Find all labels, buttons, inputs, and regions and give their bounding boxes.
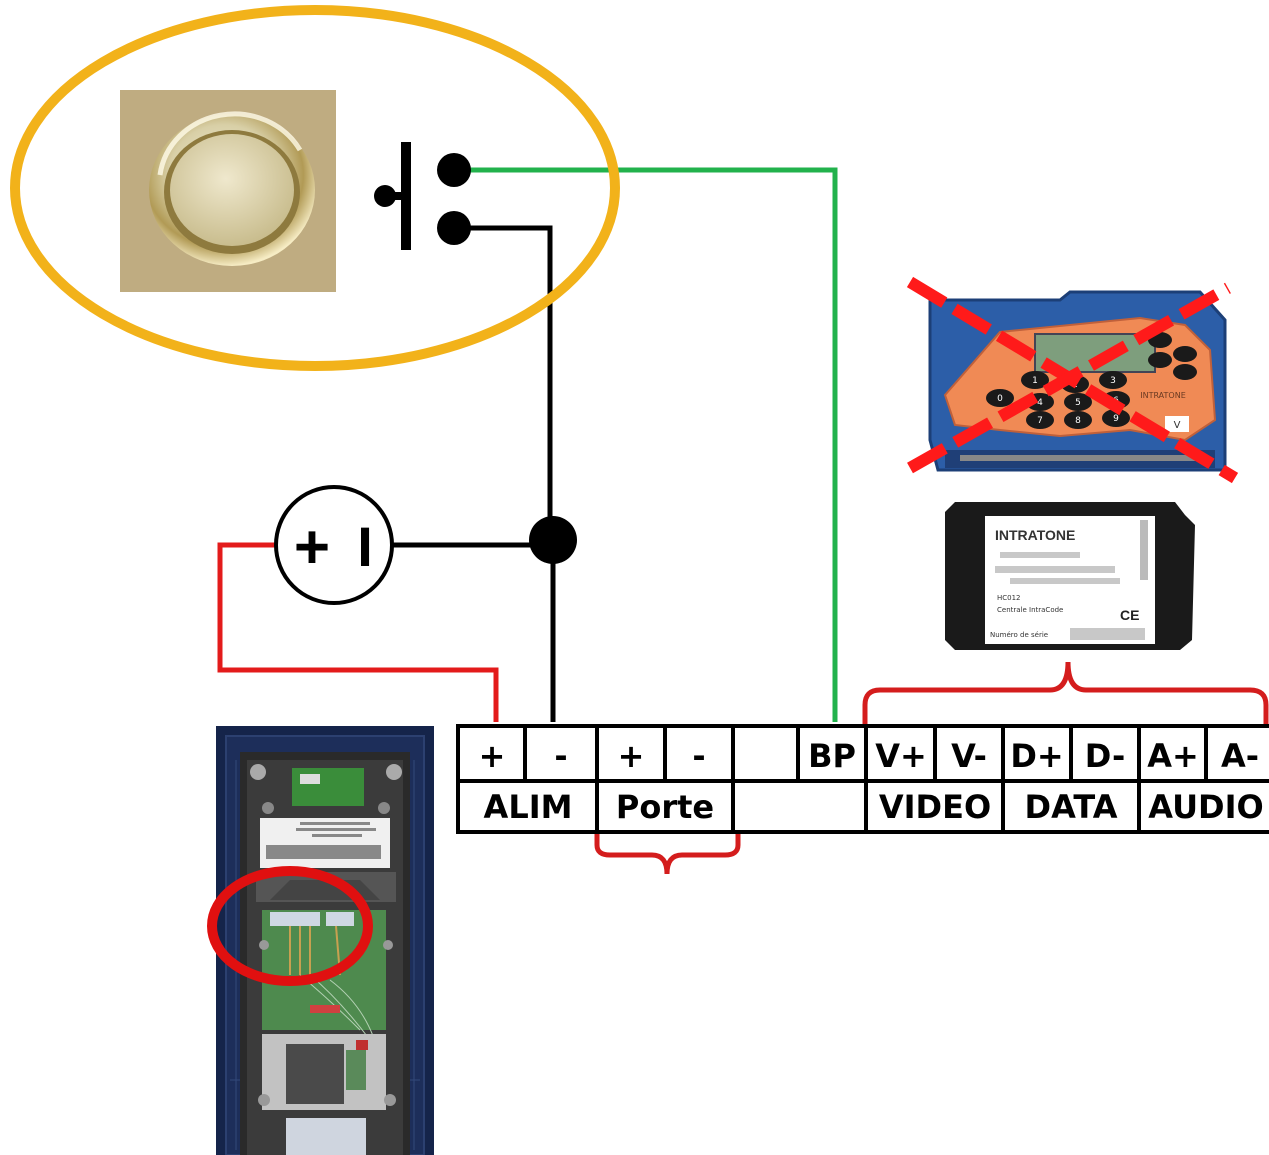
- connector-highlight-circle: [207, 866, 373, 986]
- psu-minus-label: I: [357, 515, 373, 578]
- highlight-ellipse: [10, 5, 620, 371]
- porte-brace: [594, 830, 741, 875]
- terminal-table: + - + - BP V+ V- D+ D- A+ A- ALIM Porte …: [456, 724, 1269, 834]
- keypad-key-4: 4: [1037, 398, 1043, 408]
- terminal-data-minus: D-: [1085, 737, 1125, 775]
- cross-out-mark: [906, 276, 1239, 484]
- group-audio: AUDIO: [1148, 788, 1263, 826]
- junction-dot: [529, 516, 577, 564]
- keypad-key-1: 1: [1032, 376, 1038, 386]
- keypad-key-0: 0: [997, 394, 1003, 404]
- group-data: DATA: [1025, 788, 1118, 826]
- keypad-key-8: 8: [1075, 416, 1081, 426]
- wires: [217, 167, 838, 722]
- terminal-porte-minus: -: [692, 737, 705, 775]
- keypad-key-9: 9: [1113, 414, 1119, 424]
- keypad-brand: INTRATONE: [1140, 391, 1186, 400]
- keypad-key-7: 7: [1037, 416, 1043, 426]
- terminal-alim-minus: -: [554, 737, 567, 775]
- push-button-group: [10, 5, 620, 371]
- module-name: Centrale IntraCode: [997, 606, 1063, 614]
- intracode-module-icon: INTRATONE HC012 Centrale IntraCode CE Nu…: [945, 502, 1195, 650]
- psu-plus-label: +: [294, 513, 330, 582]
- terminal-data-plus: D+: [1010, 737, 1063, 775]
- braces: [594, 661, 1269, 875]
- terminal-video-minus: V-: [951, 737, 987, 775]
- terminal-porte-plus: +: [618, 737, 645, 775]
- keypad-v-label: V: [1174, 420, 1181, 431]
- module-code: HC012: [997, 594, 1021, 602]
- module-ce-mark: CE: [1120, 607, 1139, 623]
- module-brand: INTRATONE: [995, 527, 1075, 543]
- terminal-video-plus: V+: [875, 737, 927, 775]
- psu-plus-wire: [217, 542, 499, 722]
- terminal-alim-plus: +: [479, 737, 506, 775]
- group-video: VIDEO: [879, 788, 991, 826]
- modules-brace: [862, 661, 1269, 724]
- power-supply-icon: + I: [274, 485, 394, 605]
- terminal-audio-plus: A+: [1147, 737, 1199, 775]
- terminal-bp: BP: [808, 737, 856, 775]
- keypad-key-3: 3: [1110, 376, 1116, 386]
- group-porte: Porte: [616, 788, 714, 826]
- keypad-module-icon: 1 2 3 4 5 6 7 8 9 0 INTRATONE V: [906, 276, 1239, 484]
- keypad-key-5: 5: [1075, 398, 1081, 408]
- module-serial-label: Numéro de série: [990, 631, 1048, 639]
- bp-wire: [455, 167, 838, 722]
- switch-symbol-icon: [374, 142, 471, 250]
- group-alim: ALIM: [484, 788, 573, 826]
- door-panel-icon: [207, 726, 434, 1155]
- push-button-icon: [120, 90, 336, 292]
- terminal-audio-minus: A-: [1221, 737, 1259, 775]
